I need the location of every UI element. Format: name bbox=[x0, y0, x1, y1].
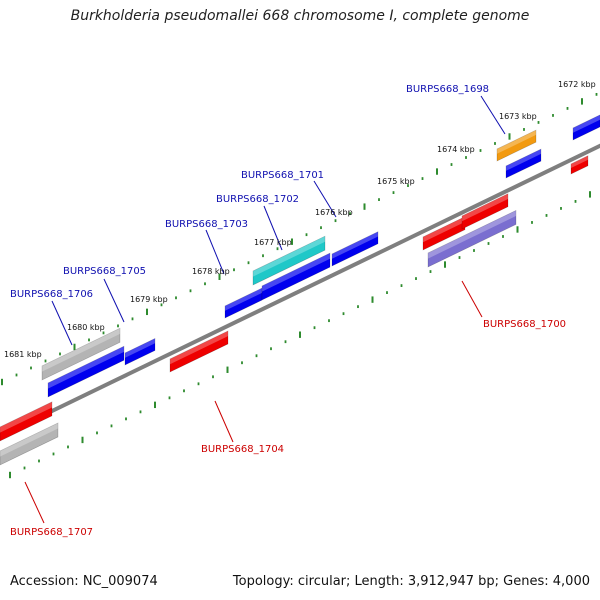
outer-tick-ring bbox=[1, 92, 598, 386]
tick-label: 1672 kbp bbox=[558, 80, 596, 89]
feature-orange-1 bbox=[496, 129, 537, 162]
gene-label: BURPS668_1704 bbox=[201, 444, 284, 455]
gene-label: BURPS668_1701 bbox=[241, 170, 324, 181]
map-title: Burkholderia pseudomallei 668 chromosome… bbox=[70, 8, 530, 24]
tick-label: 1681 kbp bbox=[4, 350, 42, 359]
feature-cyan-1 bbox=[252, 235, 326, 286]
tick-label: 1673 kbp bbox=[499, 112, 537, 121]
accession-text: Accession: NC_009074 bbox=[10, 574, 158, 589]
gene-features bbox=[0, 114, 600, 466]
leader-line bbox=[313, 180, 337, 218]
inner-tick-ring bbox=[9, 191, 591, 479]
feature-blue-6 bbox=[505, 148, 542, 179]
gene-label: BURPS668_1707 bbox=[10, 527, 93, 538]
leader-line bbox=[461, 280, 483, 318]
leader-line bbox=[480, 95, 506, 135]
leader-line bbox=[214, 400, 234, 443]
tick-label: 1678 kbp bbox=[192, 267, 230, 276]
tick-labels: 1672 kbp 1673 kbp 1674 kbp 1675 kbp 1676 kbp… bbox=[4, 80, 596, 359]
leader-line bbox=[24, 481, 45, 524]
feature-blue-1 bbox=[47, 345, 125, 398]
feature-grey-1 bbox=[41, 327, 121, 381]
gene-label: BURPS668_1706 bbox=[10, 289, 93, 300]
gene-label: BURPS668_1703 bbox=[165, 219, 248, 230]
feature-blue-5 bbox=[331, 231, 379, 267]
tick-label: 1675 kbp bbox=[377, 177, 415, 186]
feature-red-4 bbox=[461, 193, 509, 230]
label-leaders bbox=[24, 95, 506, 524]
tick-label: 1680 kbp bbox=[67, 323, 105, 332]
gene-label: BURPS668_1700 bbox=[483, 319, 566, 330]
tick-label: 1679 kbp bbox=[130, 295, 168, 304]
feature-grey-2 bbox=[0, 422, 59, 466]
gene-label: BURPS668_1702 bbox=[216, 194, 299, 205]
leader-line bbox=[263, 205, 283, 251]
leader-line bbox=[205, 229, 225, 275]
gene-label: BURPS668_1705 bbox=[63, 266, 146, 277]
feature-red-1 bbox=[169, 330, 229, 373]
leader-line bbox=[103, 278, 125, 323]
genome-stats-text: Topology: circular; Length: 3,912,947 bp… bbox=[232, 574, 590, 589]
leader-line bbox=[51, 300, 73, 346]
feature-blue-2 bbox=[124, 338, 156, 366]
gene-label: BURPS668_1698 bbox=[406, 84, 489, 95]
tick-label: 1676 kbp bbox=[315, 208, 353, 217]
tick-label: 1677 kbp bbox=[254, 238, 292, 247]
feature-blue-7 bbox=[572, 114, 600, 141]
feature-blue-4 bbox=[261, 252, 331, 301]
genome-backbone bbox=[0, 143, 600, 439]
feature-red-2 bbox=[0, 401, 53, 442]
feature-red-5 bbox=[570, 155, 589, 175]
tick-label: 1674 kbp bbox=[437, 145, 475, 154]
feature-purple-1 bbox=[427, 209, 517, 268]
